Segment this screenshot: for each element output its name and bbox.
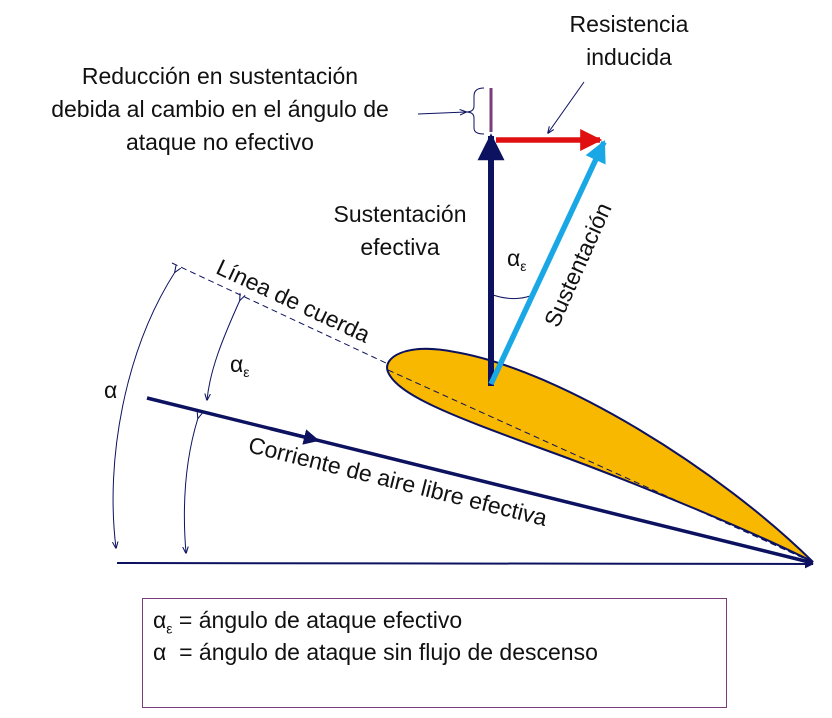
reduction-brace (465, 87, 485, 135)
freestream-line (146, 396, 814, 565)
alpha-eps-label-left: αε (230, 351, 250, 380)
freestream-arrow (269, 426, 320, 445)
lift-label: Sustentación (539, 199, 617, 331)
reduction-label-line2: debida al cambio en el ángulo de (51, 96, 389, 122)
alpha-arc (113, 272, 175, 548)
airfoil (386, 347, 814, 563)
chord-line-overlay (387, 369, 813, 563)
reduction-pointer (417, 112, 466, 114)
horizontal-reference-line (116, 559, 814, 569)
effective-lift-label-line2: efectiva (360, 234, 439, 260)
reduction-label-line1: Reducción en sustentación (82, 63, 358, 89)
legend-no-downwash-text: = ángulo de ataque sin flujo de descenso (166, 639, 598, 665)
freestream-label: Corriente de aire libre efectiva (246, 432, 550, 532)
lift-vector (488, 140, 607, 386)
induced-pointer (548, 81, 585, 133)
chord-line-label: Línea de cuerda (213, 254, 375, 348)
induced-drag-label-line1: Resistencia (570, 11, 689, 37)
freestream-angle-arc (184, 418, 198, 553)
lift-angle-arc (489, 293, 531, 300)
reduction-label-line3: ataque no efectivo (126, 129, 314, 155)
legend-line-no-downwash: α = ángulo de ataque sin flujo de descen… (153, 639, 598, 666)
legend-alpha-eps-subscript: ε (166, 620, 173, 637)
legend-line-effective: αε = ángulo de ataque efectivo (153, 607, 462, 637)
legend-box: αε = ángulo de ataque efectivo α = ángul… (142, 598, 727, 708)
legend-effective-text: = ángulo de ataque efectivo (172, 607, 463, 633)
induced-drag-label-line2: inducida (586, 44, 672, 70)
legend-alpha-eps-symbol: α (153, 607, 167, 633)
alpha-label: α (104, 377, 117, 403)
alpha-eps-arc (207, 300, 240, 400)
effective-lift-label-line1: Sustentación (334, 201, 467, 227)
legend-alpha-symbol: α (153, 639, 167, 665)
alpha-eps-label-lift: αε (507, 245, 527, 274)
